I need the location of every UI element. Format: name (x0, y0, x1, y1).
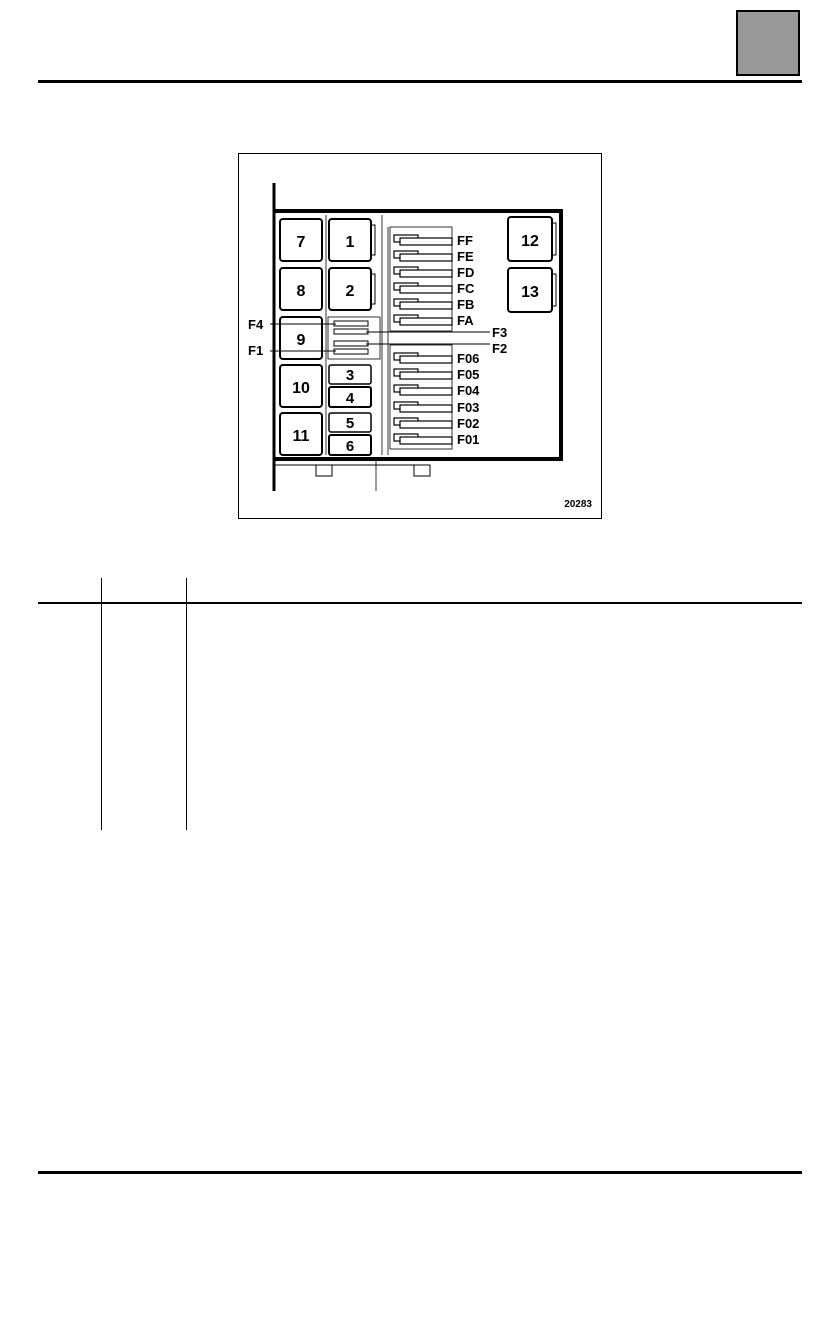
svg-text:F05: F05 (457, 367, 479, 382)
relay-3: 3 (328, 364, 372, 385)
svg-text:1: 1 (346, 234, 355, 251)
relay-8: 8 (279, 267, 323, 311)
upper-fuse-block (389, 226, 453, 332)
label-F2: F2 (366, 341, 507, 356)
header-rule (38, 80, 802, 83)
svg-text:F2: F2 (492, 341, 507, 356)
fuse-F06: F06 (393, 351, 479, 366)
fuse-FF: FF (393, 233, 473, 248)
fuse-box-figure-frame (238, 153, 602, 519)
label-F3: F3 (366, 325, 507, 340)
fuse-FD: FD (393, 265, 474, 280)
svg-text:FB: FB (457, 297, 474, 312)
svg-text:4: 4 (346, 390, 355, 407)
svg-text:F1: F1 (248, 343, 263, 358)
section-tab (736, 10, 800, 76)
relay-5: 5 (328, 412, 372, 433)
svg-text:F3: F3 (492, 325, 507, 340)
fuse-F05: F05 (393, 367, 479, 382)
svg-text:FC: FC (457, 281, 475, 296)
relay-12: 12 (507, 216, 553, 262)
relay-connector (370, 273, 376, 305)
svg-text:F02: F02 (457, 416, 479, 431)
bottom-clip-left (315, 464, 333, 477)
svg-text:2: 2 (346, 283, 355, 300)
svg-text:6: 6 (346, 438, 354, 455)
svg-text:FD: FD (457, 265, 474, 280)
svg-text:FE: FE (457, 249, 474, 264)
fuse-F03: F03 (393, 400, 479, 415)
svg-text:F06: F06 (457, 351, 479, 366)
fuse-box-diagram: 7 1 8 2 9 10 3 4 11 5 6 12 (248, 183, 592, 510)
table-column-divider (186, 578, 187, 830)
relay-2: 2 (328, 267, 372, 311)
bottom-clip-right (413, 464, 431, 477)
svg-text:10: 10 (292, 380, 310, 397)
fuse-F04: F04 (393, 383, 480, 398)
fuse-F02: F02 (393, 416, 479, 431)
fuse-FC: FC (393, 281, 475, 296)
fuse-F01: F01 (393, 432, 479, 447)
svg-text:F03: F03 (457, 400, 479, 415)
relay-10: 10 (279, 364, 323, 408)
svg-text:11: 11 (293, 428, 310, 445)
fuse-FE: FE (393, 249, 474, 264)
svg-text:3: 3 (346, 367, 354, 384)
svg-text:8: 8 (297, 283, 306, 300)
mini-fuse (333, 328, 369, 335)
svg-text:13: 13 (521, 284, 539, 301)
lower-fuse-block (389, 344, 453, 450)
svg-text:F01: F01 (457, 432, 479, 447)
relay-connector (370, 224, 376, 256)
svg-text:F4: F4 (248, 317, 264, 332)
svg-text:FA: FA (457, 313, 474, 328)
relay-9: 9 (279, 316, 323, 360)
label-F1: F1 (248, 343, 336, 358)
relay-11: 11 (279, 412, 323, 456)
relay-4: 4 (328, 386, 372, 408)
figure-reference: 20283 (564, 499, 592, 510)
fuse-FB: FB (393, 297, 474, 312)
footer-rule (38, 1171, 802, 1174)
relay-connector (551, 222, 557, 256)
housing-outline (274, 209, 563, 461)
mini-fuse (333, 320, 369, 327)
label-F4: F4 (248, 317, 336, 332)
middle-fuse-block (327, 316, 381, 360)
fuse-FA: FA (393, 313, 474, 328)
svg-text:9: 9 (297, 332, 306, 349)
mini-fuse (333, 340, 369, 347)
relay-7: 7 (279, 218, 323, 262)
relay-6: 6 (328, 434, 372, 456)
relay-1: 1 (328, 218, 372, 262)
svg-text:7: 7 (297, 234, 306, 251)
mini-fuse (333, 348, 369, 355)
svg-text:5: 5 (346, 415, 354, 432)
table-column-divider (101, 578, 102, 830)
relay-13: 13 (507, 267, 553, 313)
svg-text:F04: F04 (457, 383, 480, 398)
svg-text:FF: FF (457, 233, 473, 248)
table-header-rule (38, 602, 802, 604)
svg-text:12: 12 (521, 233, 539, 250)
relay-connector (551, 273, 557, 307)
